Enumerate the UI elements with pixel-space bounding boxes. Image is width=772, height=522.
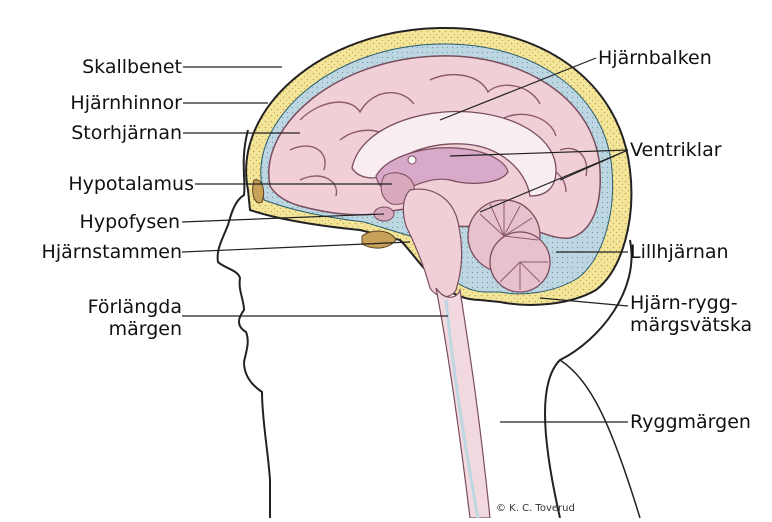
sphenoid [362,231,396,248]
label-hypothalamus: Hypotalamus [50,173,194,195]
label-brainstem: Hjärnstammen [8,241,182,263]
label-csf: Hjärn-rygg- märgsvätska [630,292,752,336]
spinal-cord [436,288,490,518]
label-spinal-cord: Ryggmärgen [630,411,751,433]
label-corpus-callosum: Hjärnbalken [598,47,712,69]
label-cerebellum: Lillhjärnan [630,241,729,263]
label-meninges: Hjärnhinnor [50,92,182,114]
label-cerebrum: Storhjärnan [50,122,182,144]
label-pituitary: Hypofysen [50,211,180,233]
nasal-sinus [253,180,264,203]
illustration-credit: © K. C. Toverud [496,503,575,514]
label-skull: Skallbenet [70,56,182,78]
label-medulla: Förlängda märgen [66,296,182,340]
label-ventricles: Ventriklar [630,139,722,161]
